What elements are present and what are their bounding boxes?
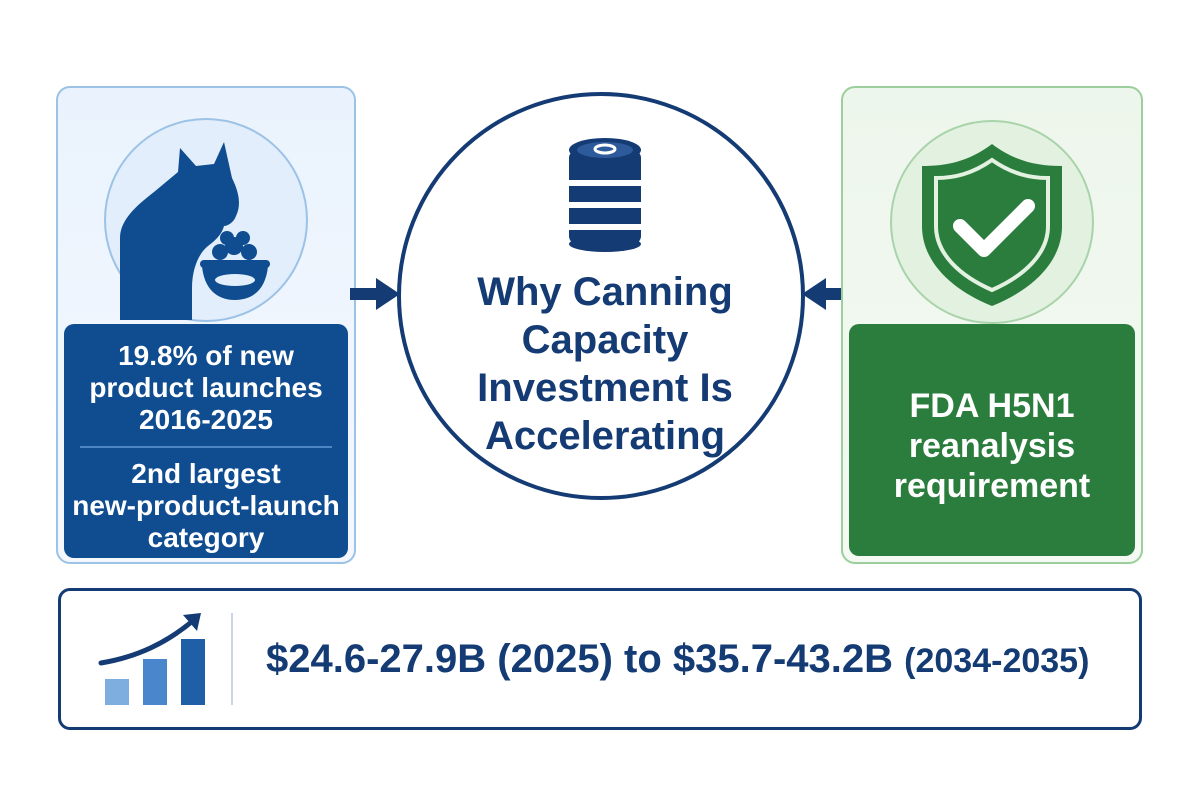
title-line-1: Why Canning <box>477 270 733 314</box>
market-size-bar: $24.6-27.9B (2025) to $35.7-43.2B (2034-… <box>58 588 1142 730</box>
stat-line-2: product launches <box>89 372 323 403</box>
center-title-circle: Why Canning Capacity Investment Is Accel… <box>397 92 805 500</box>
growth-bar-chart-icon <box>98 613 205 705</box>
market-size-range: $24.6-27.9B (2025) to $35.7-43.2B <box>266 637 894 681</box>
rank-line-2: new-product-launch <box>72 490 340 521</box>
rank-line-1: 2nd largest <box>131 458 281 489</box>
fda-line-1: FDA H5N1 <box>909 387 1075 425</box>
stats-divider <box>80 446 332 448</box>
right-panel: FDA H5N1 reanalysis requirement <box>841 86 1143 564</box>
left-icon-circle <box>104 118 308 322</box>
market-size-years: (2034-2035) <box>904 642 1090 680</box>
can-icon <box>569 138 641 252</box>
title-line-2: Capacity <box>521 318 689 362</box>
left-arrow-icon <box>350 278 400 310</box>
stat-line-1: 19.8% of new <box>118 340 294 371</box>
title-line-4: Accelerating <box>484 414 726 458</box>
left-panel: 19.8% of new product launches 2016-2025 … <box>56 86 356 564</box>
fda-line-3: requirement <box>893 467 1091 505</box>
rank-line-3: category <box>147 522 265 553</box>
launch-stats-box: 19.8% of new product launches 2016-2025 … <box>64 324 348 558</box>
fda-line-2: reanalysis <box>908 427 1076 465</box>
right-icon-circle <box>890 120 1094 324</box>
stat-line-3: 2016-2025 <box>139 404 273 435</box>
shield-check-icon <box>922 144 1062 306</box>
fda-requirement-box: FDA H5N1 reanalysis requirement <box>849 324 1135 556</box>
cat-with-food-bowl-icon <box>120 142 270 320</box>
title-line-3: Investment Is <box>477 366 733 410</box>
bar-divider <box>231 613 233 705</box>
